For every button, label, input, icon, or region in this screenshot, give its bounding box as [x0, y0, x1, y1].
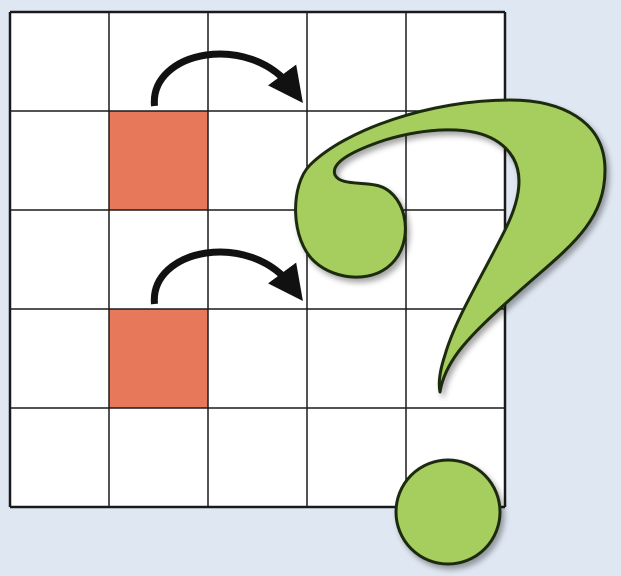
highlighted-cell: [109, 309, 208, 408]
curved-arrow-right-icon: [150, 248, 303, 305]
curved-arrow-right-icon: [150, 50, 303, 107]
question-mark-icon: [294, 98, 607, 566]
highlighted-cell: [109, 111, 208, 210]
question-mark-dot: [394, 458, 502, 566]
question-mark-hook: [294, 98, 607, 394]
arrows: [150, 50, 303, 305]
